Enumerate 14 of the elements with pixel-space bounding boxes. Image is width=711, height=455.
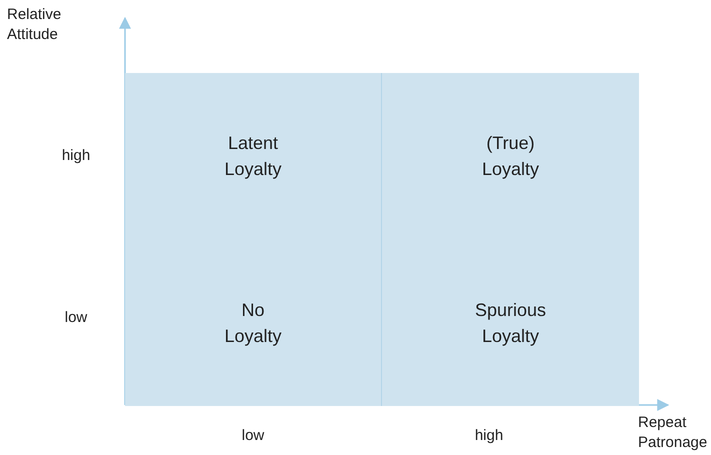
- quadrant-label: Spurious Loyalty: [474, 298, 548, 348]
- quadrant-cell: [382, 73, 639, 240]
- axis-tick-label: high: [60, 146, 92, 166]
- axis-tick-label: low: [64, 308, 88, 328]
- axis-tick-label: low: [240, 426, 266, 446]
- axis-tick-label: high: [474, 426, 504, 446]
- quadrant-label: Latent Loyalty: [223, 132, 283, 181]
- quadrant-cell: [125, 239, 382, 406]
- axis-title: Relative Attitude: [7, 5, 62, 45]
- quadrant-cell: [382, 239, 639, 406]
- axis-title: Repeat Patronage: [638, 413, 708, 453]
- quadrant-label: No Loyalty: [223, 298, 283, 348]
- quadrant-label: (True) Loyalty: [480, 132, 540, 181]
- quadrant-cell: [125, 73, 382, 240]
